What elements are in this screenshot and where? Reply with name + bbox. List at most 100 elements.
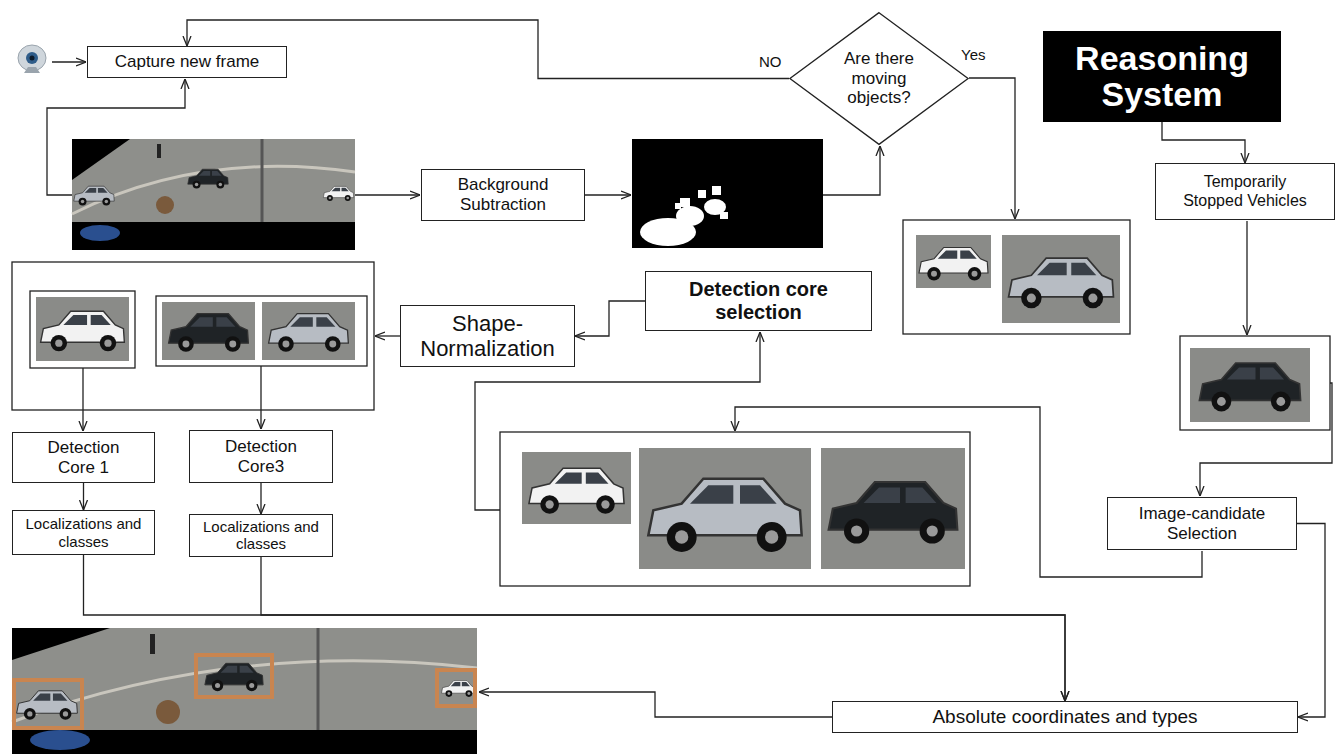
flow-line	[735, 407, 1202, 577]
tree	[156, 196, 174, 214]
webcam-lens-core	[30, 56, 35, 61]
process-box: Background Subtraction	[421, 169, 585, 221]
group-frame	[30, 291, 135, 368]
crop-ground	[639, 448, 811, 569]
camera-frame	[72, 139, 355, 250]
car	[829, 482, 958, 544]
flow-line	[585, 194, 631, 195]
foreground-mask	[632, 139, 823, 248]
crop-ground	[262, 302, 355, 360]
process-box: Temporarily Stopped Vehicles	[1155, 163, 1335, 220]
stopped-vehicle-panel	[1180, 336, 1330, 430]
webcam-lens	[26, 52, 38, 64]
curb	[72, 166, 355, 214]
node-text: Absolute coordinates and types	[932, 706, 1197, 728]
crop-ground	[821, 448, 965, 569]
car	[441, 681, 475, 697]
panel-frame	[500, 432, 970, 586]
tree	[156, 700, 180, 724]
mask-blob	[675, 203, 681, 209]
node-text: Reasoning System	[1049, 41, 1275, 112]
flow-arrow	[575, 301, 645, 336]
flow-line	[260, 366, 261, 429]
node-text: Background Subtraction	[428, 175, 578, 214]
car	[648, 479, 801, 552]
process-box: Image-candidate Selection	[1107, 497, 1297, 550]
frame-mask-band	[72, 222, 355, 250]
mask-blob	[698, 190, 706, 198]
car	[205, 663, 263, 691]
crop-ground	[1002, 235, 1120, 323]
node-text: Temporarily Stopped Vehicles	[1175, 173, 1315, 210]
car	[269, 314, 349, 352]
result-frame	[12, 628, 477, 754]
flow-line	[969, 78, 1015, 219]
car	[323, 186, 353, 201]
moving-objects-panel	[903, 220, 1130, 334]
road	[72, 139, 355, 222]
car	[41, 311, 125, 351]
flow-arrow	[1297, 524, 1325, 718]
node-text: Image-candidate Selection	[1114, 504, 1290, 543]
system-banner: Reasoning System	[1043, 31, 1281, 122]
flow-line	[52, 61, 86, 62]
output-box: Localizations and classes	[189, 514, 333, 557]
pole	[261, 139, 264, 222]
crop-ground	[36, 297, 129, 361]
car	[17, 691, 78, 720]
mask-ground	[632, 139, 823, 248]
crop-ground	[162, 302, 255, 360]
flow-arrow	[261, 557, 1065, 702]
car	[529, 468, 624, 513]
process-box: Shape-Normalization	[400, 305, 575, 367]
mask-blob	[720, 212, 728, 219]
edge-label: NO	[757, 53, 784, 70]
car	[1009, 258, 1114, 308]
node-text: Localizations and classes	[19, 515, 148, 550]
detection-box	[14, 680, 82, 728]
frame-ground	[12, 628, 477, 754]
car	[919, 248, 988, 281]
pole	[317, 628, 320, 730]
node-text: Detection core selection	[652, 278, 865, 324]
process-box: Capture new frame	[87, 46, 287, 78]
crop-ground	[916, 235, 991, 288]
frame-mask-band	[12, 730, 477, 754]
node-text: Localizations and classes	[196, 518, 326, 553]
flow-line	[82, 368, 83, 431]
car	[30, 730, 90, 750]
car	[74, 186, 114, 205]
road	[12, 628, 477, 730]
candidate-panel	[500, 432, 970, 586]
panel-frame	[1180, 336, 1330, 430]
flow-line	[479, 692, 832, 717]
flow-lines	[47, 62, 1332, 717]
panel-frame	[903, 220, 1130, 334]
process-box: Detection core selection	[645, 271, 872, 331]
output-box: Localizations and classes	[12, 510, 155, 555]
crop-ground	[1190, 348, 1310, 422]
flow-line	[47, 79, 185, 195]
process-box: Detection Core 1	[12, 432, 155, 483]
mask-blob	[680, 198, 690, 207]
normalized-panel	[12, 262, 374, 410]
output-box: Absolute coordinates and types	[832, 701, 1298, 733]
webcam-stand	[24, 67, 40, 73]
branch-label: Yes	[959, 46, 987, 63]
flow-arrow	[83, 483, 84, 510]
process-box: Detection Core3	[189, 430, 333, 483]
flow-line	[823, 146, 880, 195]
node-text: Detection Core3	[211, 437, 311, 476]
pedestrian	[150, 634, 155, 654]
diamond-shape	[790, 13, 968, 145]
frame-ground	[72, 139, 355, 250]
node-text: Capture new frame	[115, 52, 260, 72]
car	[169, 314, 249, 352]
crop-ground	[522, 452, 631, 524]
car	[188, 169, 228, 188]
detection-box	[196, 655, 272, 697]
pedestrian	[157, 144, 161, 158]
flow-arrow	[260, 483, 261, 514]
